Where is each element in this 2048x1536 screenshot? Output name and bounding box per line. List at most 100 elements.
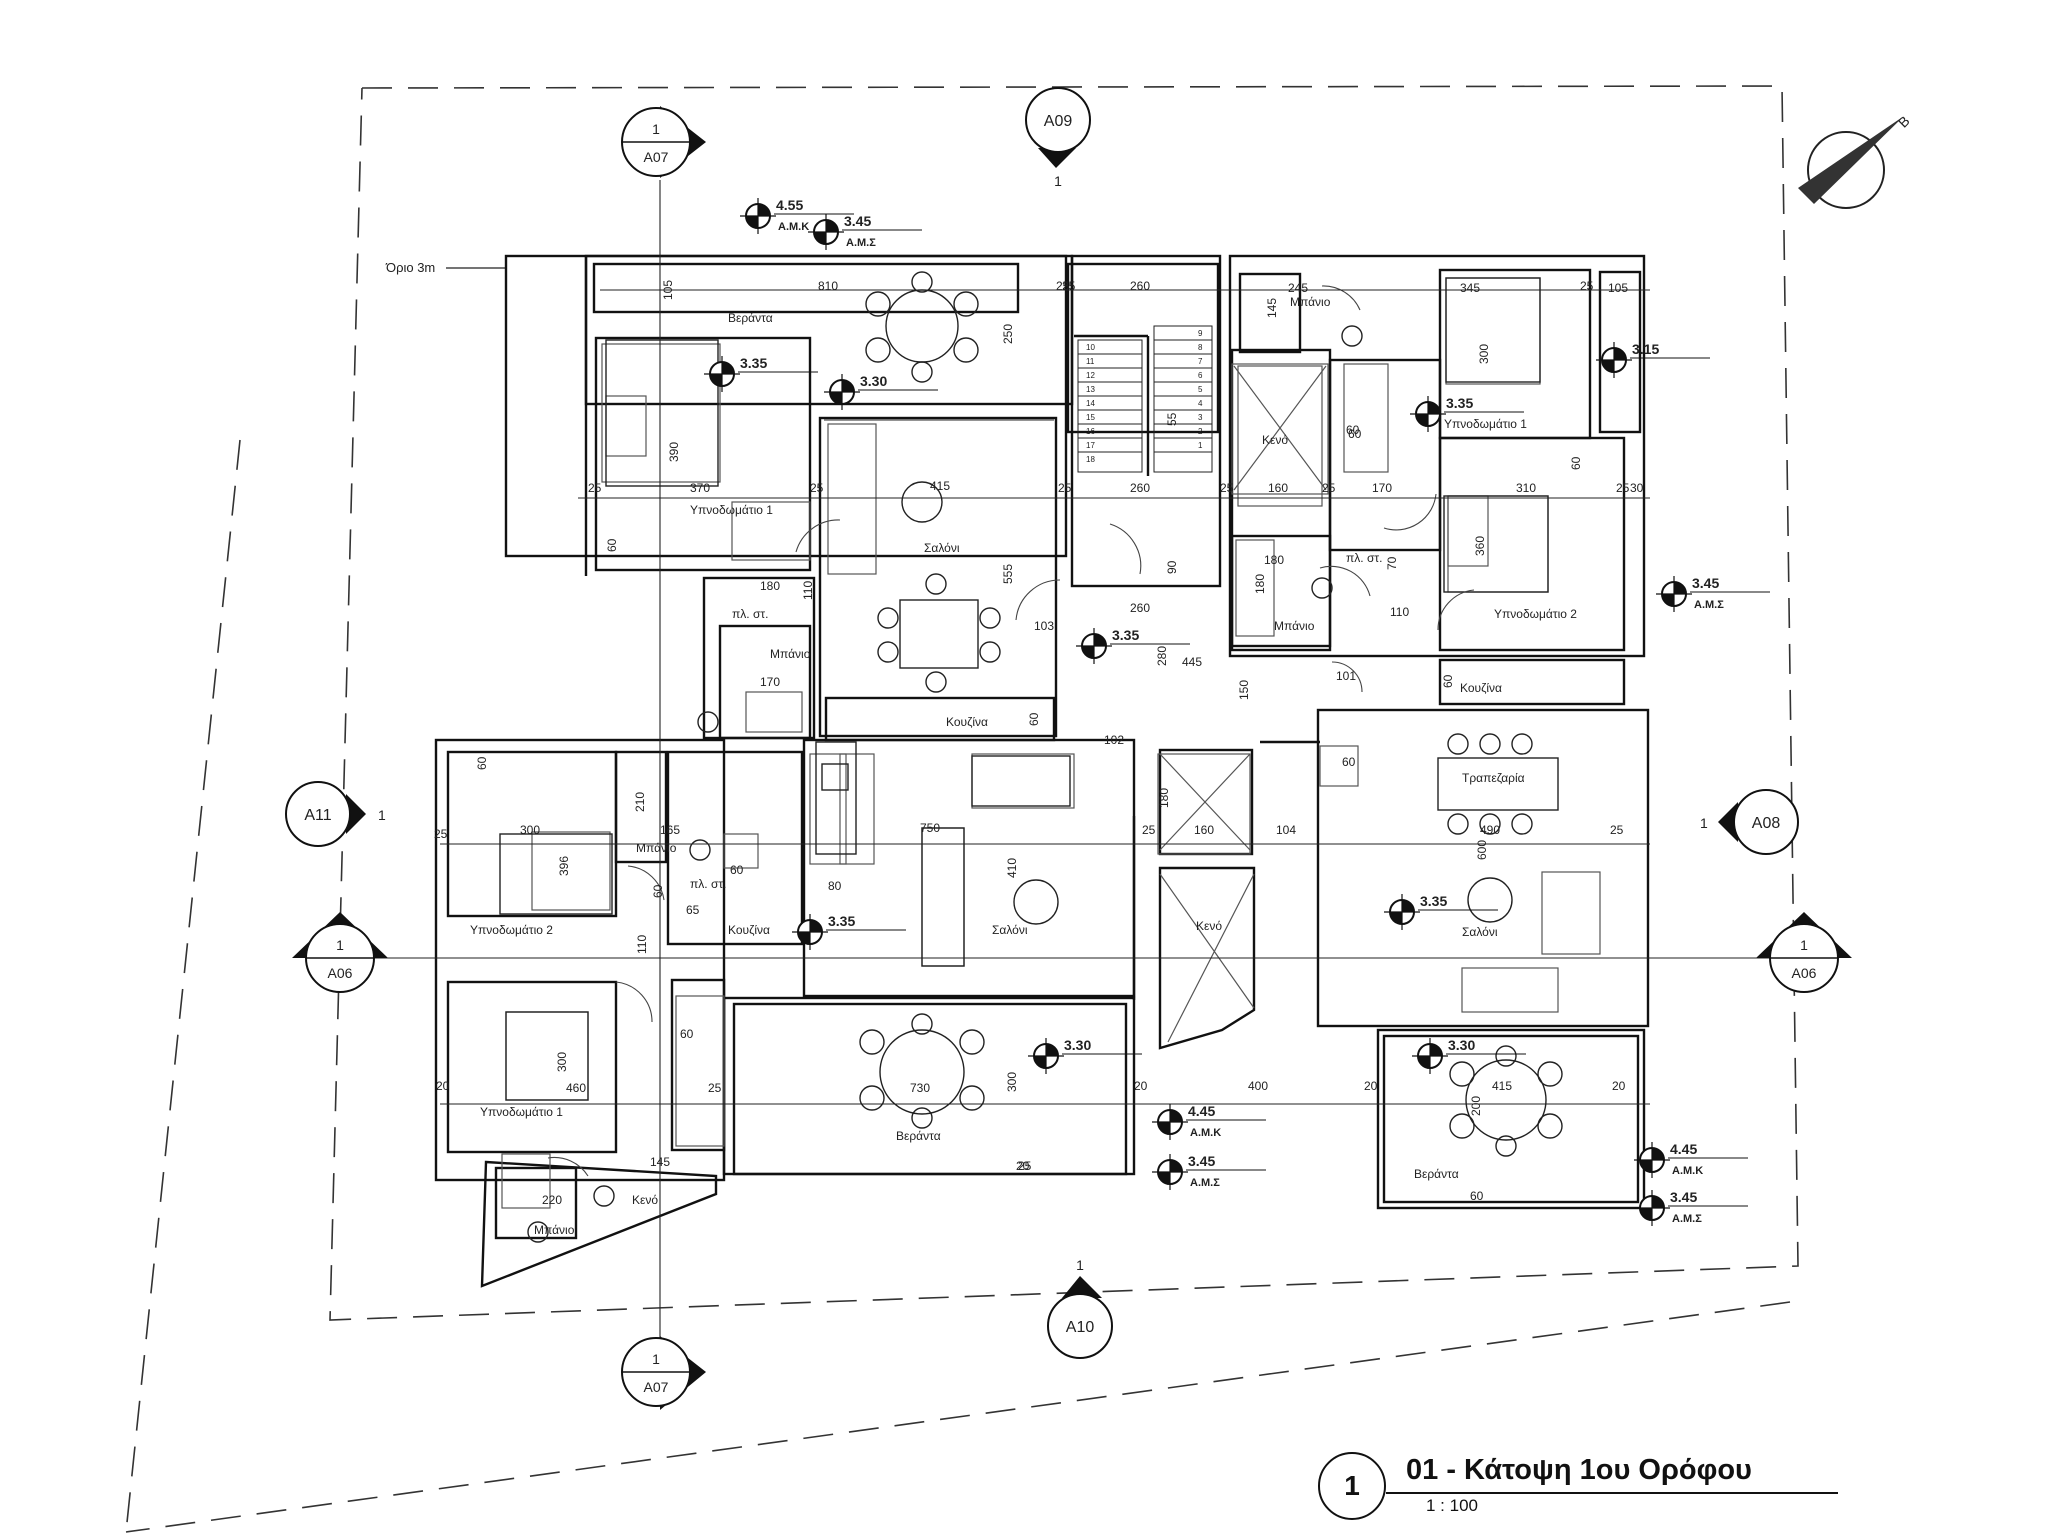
dimension-label: 25 bbox=[1616, 481, 1630, 495]
room-label: Μπάνιο bbox=[534, 1223, 575, 1237]
dimension-label: 730 bbox=[910, 1081, 930, 1095]
dimension-label: 25 bbox=[1580, 279, 1594, 293]
elevation-marker-right[interactable]: A08 1 bbox=[1700, 789, 1799, 855]
dimension-label: 20 bbox=[1364, 1079, 1378, 1093]
level-value: 4.45 bbox=[1670, 1141, 1697, 1157]
dimension-label: 180 bbox=[1253, 574, 1267, 594]
dimension-label: 60 bbox=[1348, 427, 1362, 441]
svg-text:A10: A10 bbox=[1066, 1319, 1095, 1336]
level-marker: 4.45Α.Μ.Κ bbox=[1634, 1141, 1748, 1178]
dimension-labels: 810 105 25 250 25 260 245 345 25 105 145… bbox=[434, 279, 1644, 1207]
svg-text:B: B bbox=[1895, 113, 1913, 131]
svg-text:1: 1 bbox=[1076, 1257, 1084, 1273]
svg-text:11: 11 bbox=[1086, 357, 1095, 366]
room-label: Κενό bbox=[632, 1193, 658, 1207]
room-label: Υπνοδωμάτιο 1 bbox=[1444, 417, 1527, 431]
drawing-scale: 1 : 100 bbox=[1426, 1496, 1478, 1515]
dimension-label: 555 bbox=[1001, 564, 1015, 584]
svg-text:18: 18 bbox=[1086, 455, 1095, 464]
level-tag: Α.Μ.Σ bbox=[1672, 1213, 1702, 1225]
elevation-marker-left[interactable]: A11 1 bbox=[285, 781, 386, 847]
dimension-label: 25 bbox=[708, 1081, 722, 1095]
dimension-label: 60 bbox=[605, 538, 619, 552]
level-value: 3.45 bbox=[1188, 1153, 1215, 1169]
dimension-label: 60 bbox=[1027, 712, 1041, 726]
dimension-label: 102 bbox=[1104, 733, 1124, 747]
dimension-label: 280 bbox=[1155, 646, 1169, 666]
section-marker-top[interactable]: 1 A07 bbox=[621, 106, 706, 178]
section-marker-bottom[interactable]: 1 A07 bbox=[621, 1336, 706, 1410]
dimension-label: 145 bbox=[1265, 298, 1279, 318]
room-label: Βεράντα bbox=[896, 1129, 941, 1143]
level-value: 3.35 bbox=[1112, 627, 1139, 643]
svg-text:9: 9 bbox=[1198, 329, 1203, 338]
dimension-label: 25 bbox=[588, 481, 602, 495]
dimension-label: 170 bbox=[760, 675, 780, 689]
level-marker: 3.35 bbox=[792, 913, 906, 950]
room-label: Μπάνιο bbox=[1274, 619, 1315, 633]
dimension-label: 60 bbox=[1470, 1189, 1484, 1203]
dimension-label: 200 bbox=[1469, 1096, 1483, 1116]
room-label: Κενό bbox=[1262, 433, 1288, 447]
title-underline bbox=[1386, 1492, 1838, 1494]
outer-boundary bbox=[125, 439, 1791, 1533]
svg-text:A11: A11 bbox=[304, 807, 331, 824]
level-marker: 3.30 bbox=[824, 373, 938, 410]
level-value: 3.30 bbox=[1448, 1037, 1475, 1053]
dimension-label: 60 bbox=[1441, 674, 1455, 688]
stair-numbers: 10 11 12 13 14 15 16 17 18 9 8 7 6 5 4 3… bbox=[1086, 329, 1203, 464]
stair bbox=[1077, 325, 1213, 473]
room-label: Σαλόνι bbox=[1462, 925, 1498, 939]
dimension-label: 60 bbox=[680, 1027, 694, 1041]
elevation-marker-top[interactable]: A09 1 bbox=[1025, 87, 1091, 189]
room-label: Βεράντα bbox=[728, 311, 773, 325]
elevation-marker-bottom[interactable]: A10 1 bbox=[1047, 1257, 1113, 1359]
dimension-label: 415 bbox=[930, 479, 950, 493]
drawing-title: 01 - Κάτοψη 1ου Ορόφου bbox=[1406, 1454, 1752, 1486]
svg-text:1: 1 bbox=[1198, 441, 1203, 450]
room-label: Σαλόνι bbox=[992, 923, 1028, 937]
dimension-label: 25 bbox=[434, 827, 448, 841]
dimension-label: 150 bbox=[1237, 680, 1251, 700]
dimension-label: 390 bbox=[667, 442, 681, 462]
level-marker: 3.35 bbox=[1076, 627, 1190, 664]
svg-text:7: 7 bbox=[1198, 357, 1203, 366]
level-value: 3.45 bbox=[844, 213, 871, 229]
dimension-label: 60 bbox=[475, 756, 489, 770]
level-value: 4.45 bbox=[1188, 1103, 1215, 1119]
level-value: 3.45 bbox=[1692, 575, 1719, 591]
room-label: Βεράντα bbox=[1414, 1167, 1459, 1181]
dimension-label: 445 bbox=[1182, 655, 1202, 669]
dimension-label: 25 bbox=[1322, 481, 1336, 495]
level-marker: 3.45Α.Μ.Σ bbox=[1152, 1153, 1266, 1190]
level-marker: 3.45Α.Μ.Σ bbox=[1656, 575, 1770, 612]
section-marker-left[interactable]: 1 A06 bbox=[292, 912, 388, 993]
dimension-label: 25 bbox=[1018, 1159, 1032, 1173]
section-marker-right[interactable]: 1 A06 bbox=[1756, 912, 1852, 993]
dimension-label: 410 bbox=[1005, 858, 1019, 878]
dimension-label: 70 bbox=[1385, 556, 1399, 570]
dimension-label: 310 bbox=[1516, 481, 1536, 495]
svg-text:6: 6 bbox=[1198, 371, 1203, 380]
svg-text:14: 14 bbox=[1086, 399, 1095, 408]
room-label: Τραπεζαρία bbox=[1462, 771, 1525, 785]
svg-text:10: 10 bbox=[1086, 343, 1095, 352]
room-label: Κουζίνα bbox=[946, 715, 988, 729]
dimension-label: 180 bbox=[1157, 788, 1171, 808]
svg-text:1: 1 bbox=[652, 1351, 660, 1367]
level-tag: Α.Μ.Σ bbox=[1190, 1177, 1220, 1189]
boundary-label: Όριο 3m bbox=[385, 260, 435, 275]
room-label: πλ. στ. bbox=[690, 877, 726, 891]
dimension-label: 396 bbox=[557, 856, 571, 876]
level-value: 3.30 bbox=[860, 373, 887, 389]
dimension-label: 60 bbox=[1342, 755, 1356, 769]
dimension-label: 300 bbox=[1005, 1072, 1019, 1092]
room-label: Μπάνιο bbox=[1290, 295, 1331, 309]
room-label: Υπνοδωμάτιο 1 bbox=[480, 1105, 563, 1119]
dimension-label: 55 bbox=[1165, 412, 1179, 426]
north-arrow-icon: B bbox=[1798, 113, 1913, 209]
dimension-label: 145 bbox=[650, 1155, 670, 1169]
dimension-label: 30 bbox=[1630, 481, 1644, 495]
svg-text:A08: A08 bbox=[1752, 815, 1781, 832]
